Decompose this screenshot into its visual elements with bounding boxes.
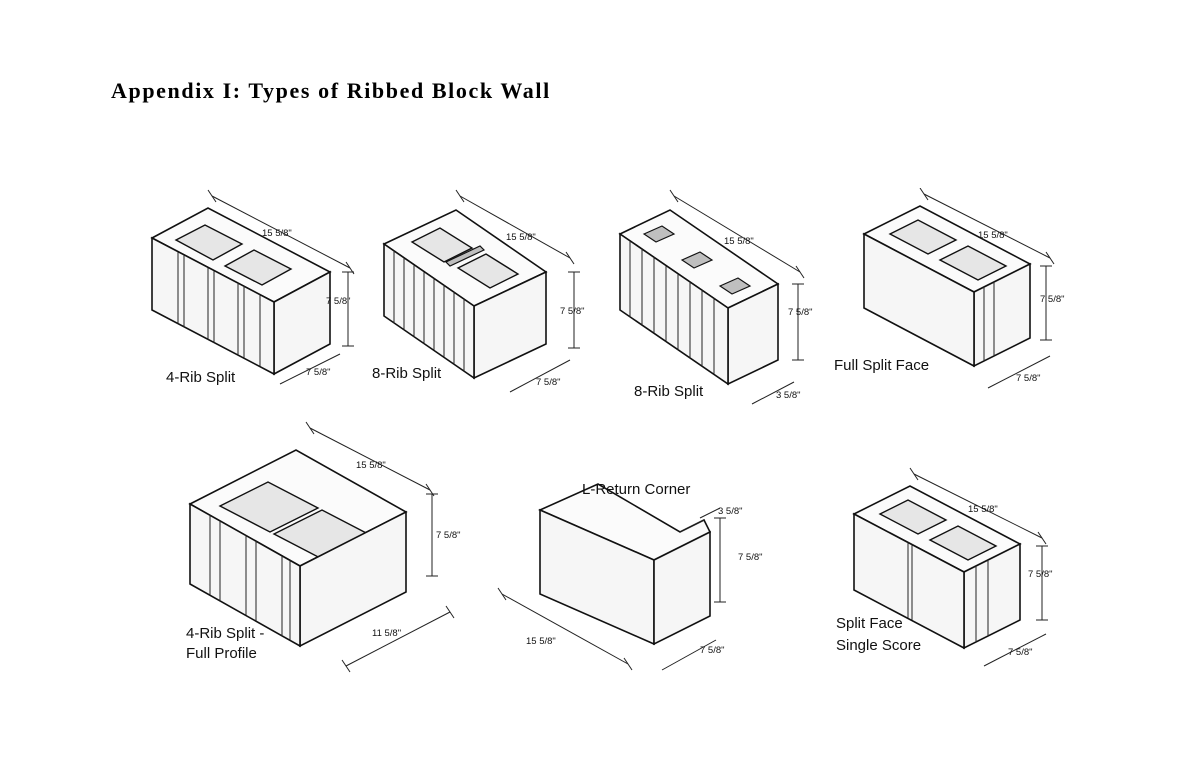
block-5-name-line-1: 4-Rib Split - xyxy=(186,625,264,642)
block-1-height: 7 5/8" xyxy=(326,296,351,307)
block-3-height: 7 5/8" xyxy=(788,307,813,318)
block-7-height: 7 5/8" xyxy=(1028,569,1053,580)
block-6-height: 7 5/8" xyxy=(738,552,763,563)
block-4-length: 15 5/8" xyxy=(978,230,1008,241)
block-3-name: 8-Rib Split xyxy=(634,383,704,400)
block-7-width: 7 5/8" xyxy=(1008,647,1033,658)
block-5-name-line-2: Full Profile xyxy=(186,645,257,662)
ribbed-block-drawing: 4-Rib Split 15 5/8" 7 5/8" 7 5/8" 8-Rib … xyxy=(150,188,1065,673)
block-2-width: 7 5/8" xyxy=(536,377,561,388)
block-2-length: 15 5/8" xyxy=(506,232,536,243)
block-1-length: 15 5/8" xyxy=(262,228,292,239)
block-6-width: 7 5/8" xyxy=(700,645,725,656)
block-full-split-face xyxy=(862,188,1055,389)
block-3-width: 3 5/8" xyxy=(776,390,801,401)
block-4-rib-split-full-profile xyxy=(188,421,455,673)
block-l-return-corner xyxy=(497,483,726,671)
block-7-name-line-1: Split Face xyxy=(836,615,903,632)
block-2-height: 7 5/8" xyxy=(560,306,585,317)
block-5-depth: 11 5/8" xyxy=(372,628,401,639)
page-title: Appendix I: Types of Ribbed Block Wall xyxy=(111,78,551,103)
block-8-rib-split-a xyxy=(382,189,580,393)
ribbed-block-illustration: 4-Rib Split 15 5/8" 7 5/8" 7 5/8" 8-Rib … xyxy=(150,188,1071,678)
block-7-name-line-2: Single Score xyxy=(836,637,921,654)
block-4-width: 7 5/8" xyxy=(1016,373,1041,384)
block-split-face-single-score xyxy=(852,467,1048,667)
block-5-length: 15 5/8" xyxy=(356,460,386,471)
block-6-name: L-Return Corner xyxy=(582,481,690,498)
block-1-width: 7 5/8" xyxy=(306,367,331,378)
block-2-name: 8-Rib Split xyxy=(372,365,442,382)
block-4-height: 7 5/8" xyxy=(1040,294,1065,305)
block-1-name: 4-Rib Split xyxy=(166,369,236,386)
block-7-length: 15 5/8" xyxy=(968,504,998,515)
block-4-rib-split xyxy=(150,189,355,385)
block-4-name: Full Split Face xyxy=(834,357,929,374)
block-3-length: 15 5/8" xyxy=(724,236,754,247)
block-5-height: 7 5/8" xyxy=(436,530,461,541)
block-6-length: 15 5/8" xyxy=(526,636,556,647)
block-8-rib-split-b xyxy=(618,189,805,405)
block-6-return: 3 5/8" xyxy=(718,506,743,517)
